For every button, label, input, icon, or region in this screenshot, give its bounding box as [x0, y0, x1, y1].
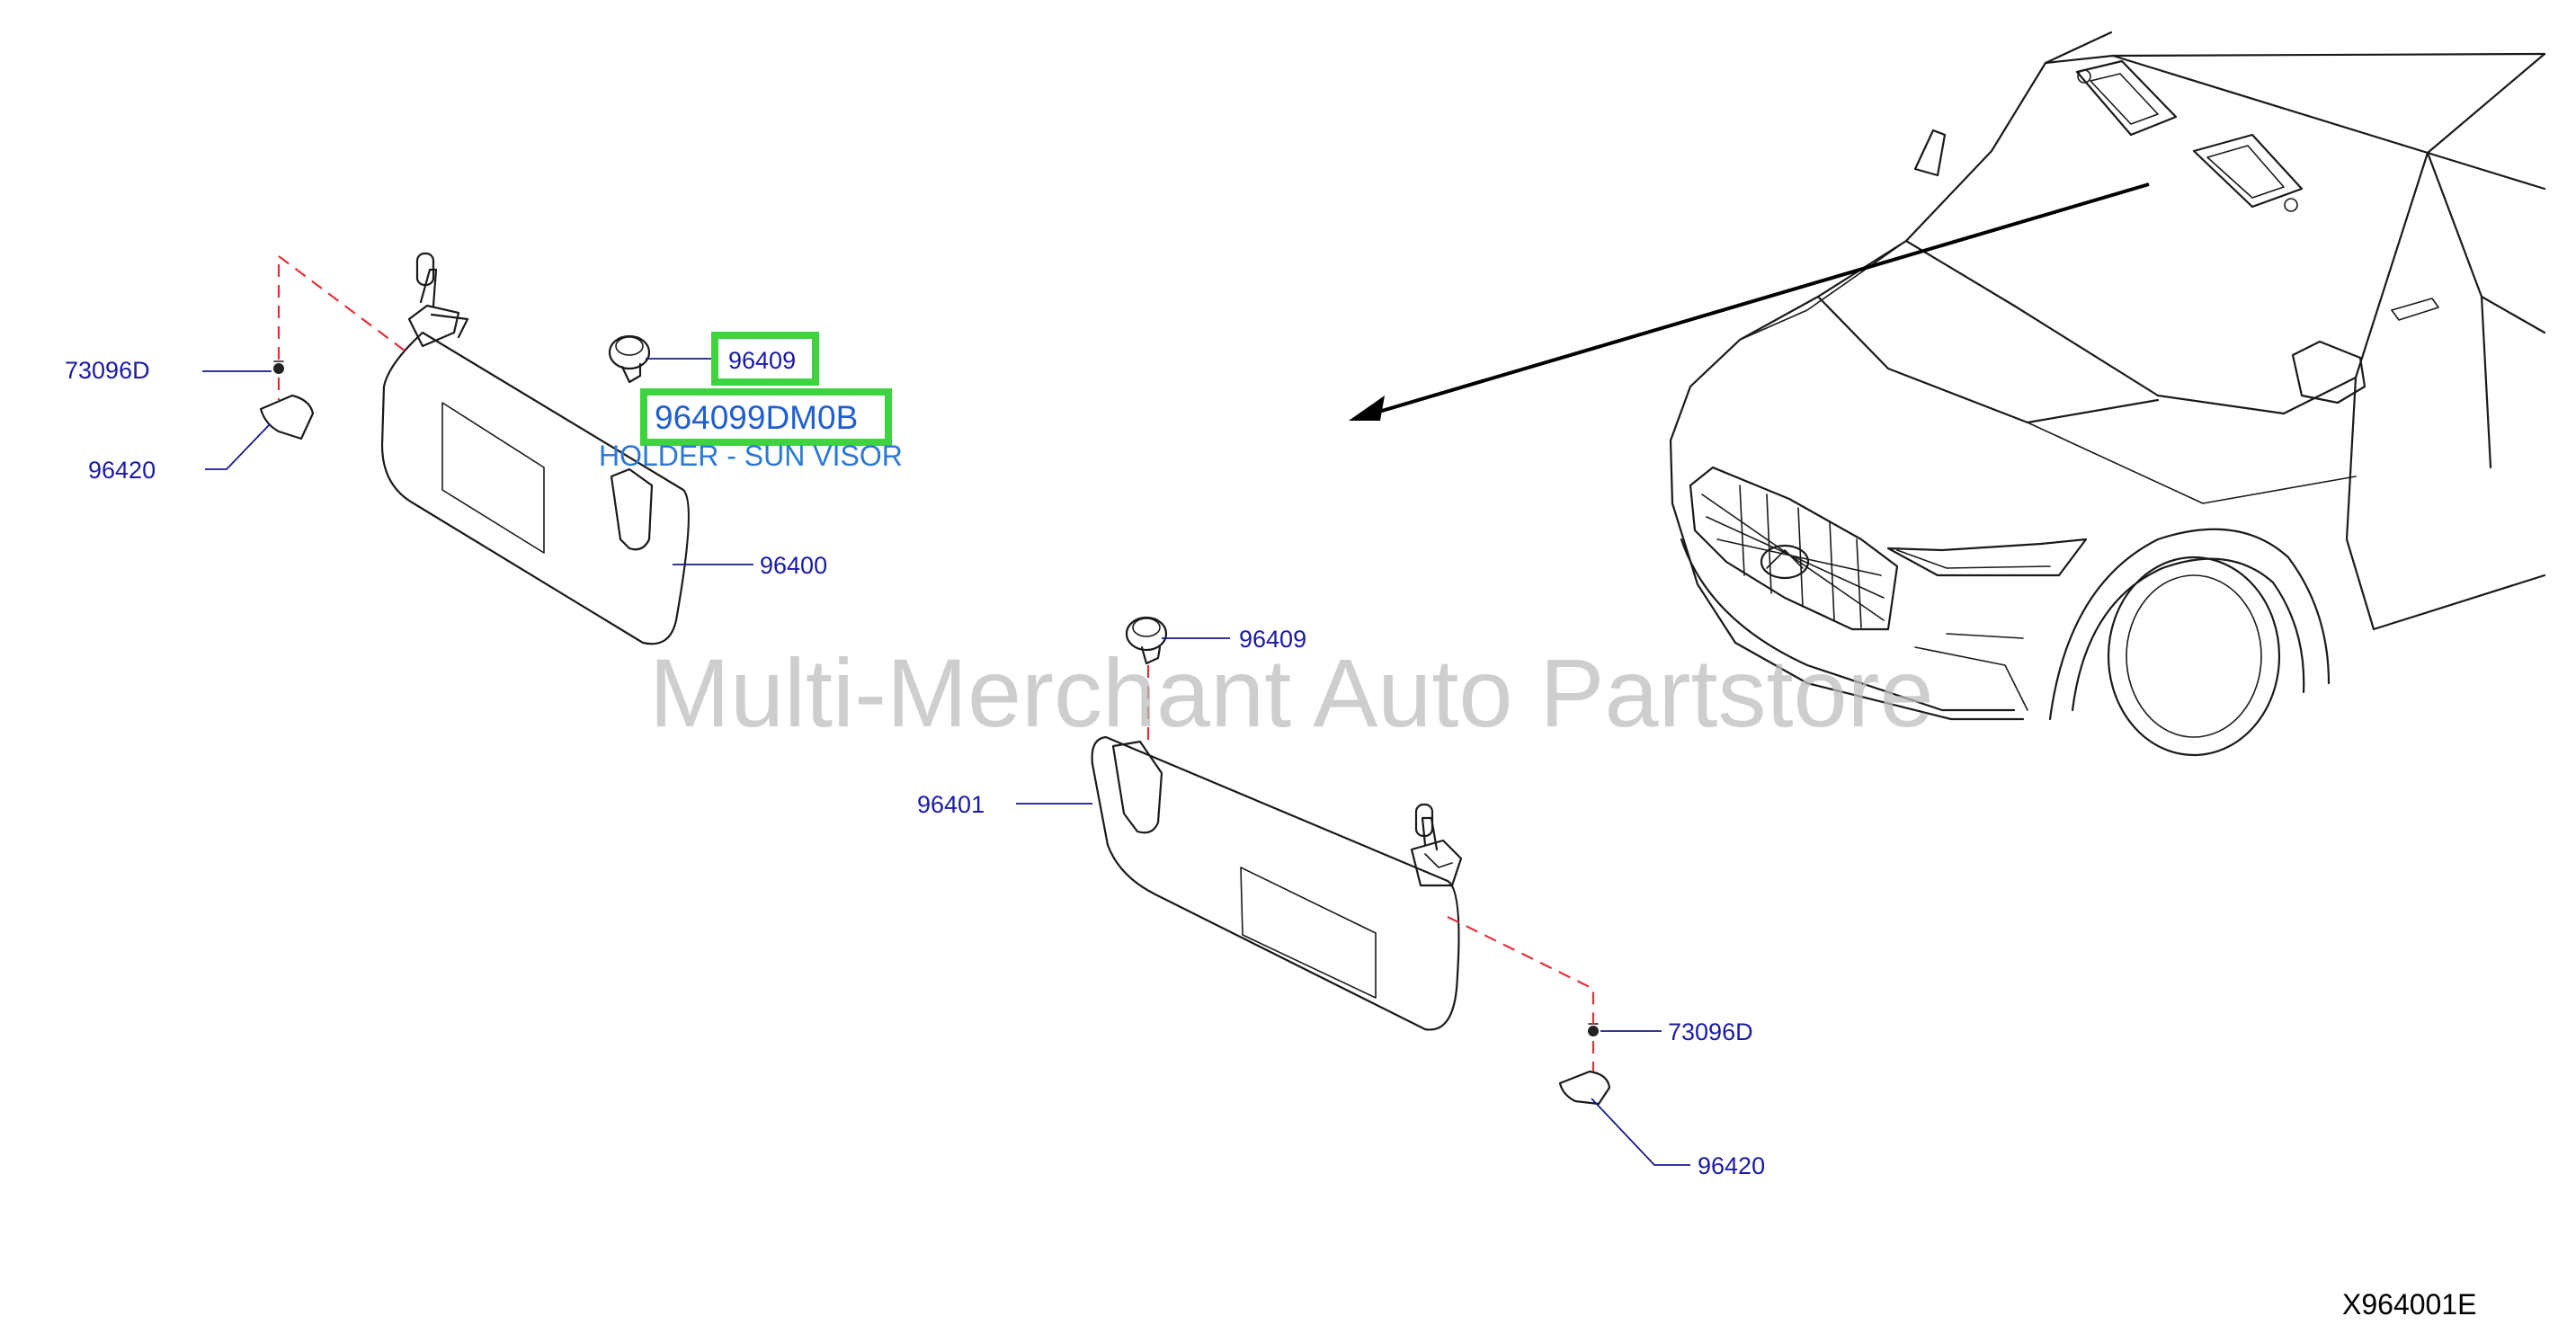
right-holder-clip-illustration — [1125, 616, 1168, 665]
left-clip-illustration — [273, 360, 284, 374]
right-cover-illustration — [1558, 1070, 1611, 1106]
callout-left-clip-73096d[interactable]: 73096D — [65, 357, 150, 384]
left-cover-illustration — [259, 394, 315, 440]
leader-lines — [202, 358, 1690, 1166]
vehicle-illustration — [1669, 31, 2546, 757]
left-holder-clip-illustration — [608, 334, 651, 384]
right-assembly-line — [1447, 916, 1595, 1025]
right-clip-illustration — [1588, 1023, 1599, 1036]
callout-left-cover-96420[interactable]: 96420 — [88, 457, 156, 484]
callout-left-visor-96400[interactable]: 96400 — [760, 552, 827, 579]
callout-right-holder-96409[interactable]: 96409 — [1239, 626, 1306, 653]
callout-right-cover-96420[interactable]: 96420 — [1698, 1152, 1765, 1179]
left-assembly-line — [277, 253, 406, 360]
callout-right-clip-73096d[interactable]: 73096D — [1668, 1018, 1753, 1045]
highlight-box-96409 — [711, 332, 819, 386]
highlighted-part-description: HOLDER - SUN VISOR — [599, 440, 903, 472]
left-sun-visor-illustration — [380, 252, 691, 645]
right-sun-visor-illustration — [1091, 735, 1463, 1031]
watermark: Multi-Merchant Auto Partstore — [649, 638, 1934, 747]
diagram-reference-code: X964001E — [2342, 1288, 2476, 1321]
callout-right-visor-96401[interactable]: 96401 — [917, 791, 985, 818]
pointer-arrow — [1349, 182, 2150, 421]
callout-left-holder-96409[interactable]: 96409 — [728, 347, 796, 374]
highlight-box-part-number — [640, 388, 892, 446]
highlighted-part-number[interactable]: 964099DM0B — [655, 399, 858, 436]
